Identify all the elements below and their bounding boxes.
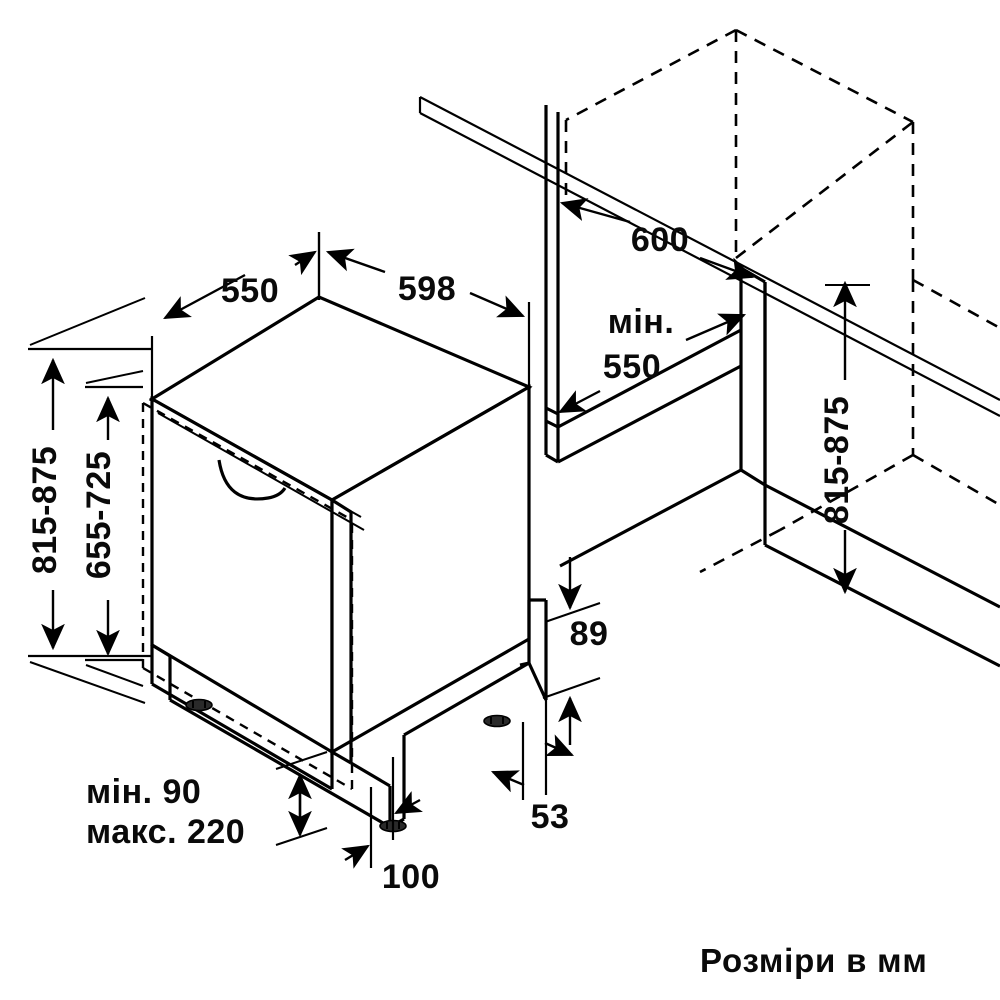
label-height-right: 815-875	[818, 396, 856, 524]
dishwasher-body	[148, 295, 533, 765]
countertop-slab	[418, 96, 1000, 417]
furniture-door-panel-dashed	[141, 398, 365, 791]
label-width-598: 598	[398, 270, 456, 308]
dimension-foot-100	[341, 757, 423, 869]
cabinet-dashed-outline	[564, 28, 1000, 574]
dimension-niche-depth-550	[558, 313, 747, 414]
label-depth-550: 550	[221, 272, 279, 310]
handle-arc-icon	[217, 459, 287, 501]
label-plinth-min-90: мін. 90	[86, 773, 201, 811]
label-recess-89: 89	[570, 615, 609, 653]
label-height-left: 815-875	[26, 446, 64, 574]
cabinet-front-edge-left	[544, 105, 742, 464]
label-plinth-53: 53	[531, 798, 570, 836]
label-foot-100: 100	[382, 858, 440, 896]
dimension-labels: 550 598 600 мін. 550 815-875 655-725 815…	[26, 221, 856, 896]
dimension-panel-height-655-725	[85, 370, 144, 687]
label-niche-min: мін.	[608, 303, 675, 341]
dimension-niche-600	[559, 198, 755, 280]
label-panel-height: 655-725	[80, 451, 118, 579]
label-niche-600: 600	[631, 221, 689, 259]
units-caption: Розміри в мм	[700, 942, 928, 979]
dimension-width-598	[317, 232, 531, 390]
adjustable-foot-icon	[483, 714, 511, 728]
dimension-height-right-815-875	[825, 280, 870, 595]
dimension-plinth-height	[275, 751, 328, 846]
adjustable-foot-icon	[185, 698, 213, 712]
dishwasher-plinth	[150, 598, 548, 829]
dimension-plinth-53	[490, 700, 575, 800]
label-niche-min-550: 550	[603, 348, 661, 386]
dimension-height-left-815-875	[28, 297, 152, 704]
label-plinth-max-220: макс. 220	[86, 813, 245, 851]
adjustable-feet	[185, 698, 511, 833]
